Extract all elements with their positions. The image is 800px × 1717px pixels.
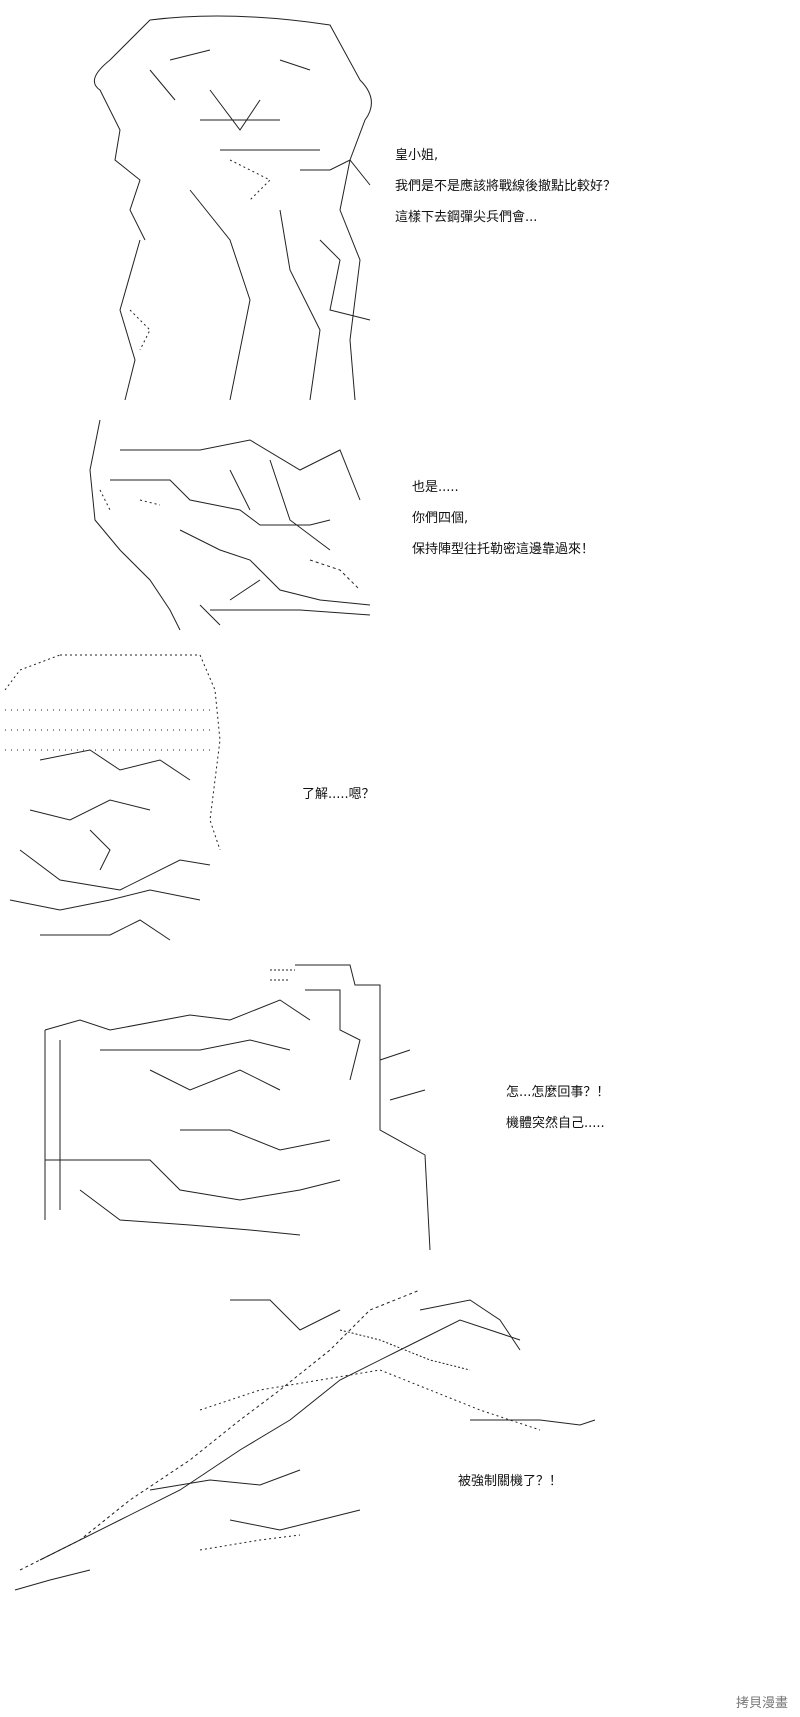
character-art-woman bbox=[80, 10, 400, 410]
dialogue-box-3: 了解.....嗯？ bbox=[302, 779, 375, 810]
panel-1: 皇小姐, 我們是不是應該將戰線後撤點比較好？ 這樣下去鋼彈尖兵們會... bbox=[0, 0, 800, 420]
dialogue-line: 了解.....嗯？ bbox=[302, 787, 375, 802]
panel-4: 怎...怎麼回事？！ 機體突然自己..... bbox=[0, 960, 800, 1260]
dialogue-line: 你們四個, bbox=[412, 511, 469, 526]
dialogue-box-4: 怎...怎麼回事？！ 機體突然自己..... bbox=[506, 1077, 609, 1139]
dialogue-box-1: 皇小姐, 我們是不是應該將戰線後撤點比較好？ 這樣下去鋼彈尖兵們會... bbox=[395, 140, 616, 233]
dialogue-line: 這樣下去鋼彈尖兵們會... bbox=[395, 210, 538, 225]
panel-3: 了解.....嗯？ bbox=[0, 650, 800, 950]
dialogue-line: 保持陣型往托勒密這邊靠過來！ bbox=[412, 542, 595, 557]
watermark: 拷貝漫畫 bbox=[735, 1696, 788, 1711]
dialogue-line: 我們是不是應該將戰線後撤點比較好？ bbox=[395, 179, 617, 194]
dialogue-line: 也是..... bbox=[412, 480, 459, 495]
panel-2: 也是..... 你們四個, 保持陣型往托勒密這邊靠過來！ bbox=[0, 410, 800, 640]
character-art-pilot bbox=[0, 650, 230, 950]
dialogue-box-2: 也是..... 你們四個, 保持陣型往托勒密這邊靠過來！ bbox=[412, 472, 594, 565]
dialogue-line: 怎...怎麼回事？！ bbox=[506, 1085, 610, 1100]
dialogue-line: 皇小姐, bbox=[395, 148, 439, 163]
dialogue-line: 機體突然自己..... bbox=[506, 1116, 605, 1131]
dialogue-box-5: 被強制關機了？！ bbox=[458, 1466, 562, 1497]
character-art-closeup bbox=[80, 410, 380, 635]
panel-5: 被強制關機了？！ 拷貝漫畫 bbox=[0, 1270, 800, 1717]
cockpit-art bbox=[40, 960, 440, 1260]
gundam-mobile-suit-art bbox=[0, 1270, 600, 1610]
dialogue-line: 被強制關機了？！ bbox=[458, 1474, 563, 1489]
